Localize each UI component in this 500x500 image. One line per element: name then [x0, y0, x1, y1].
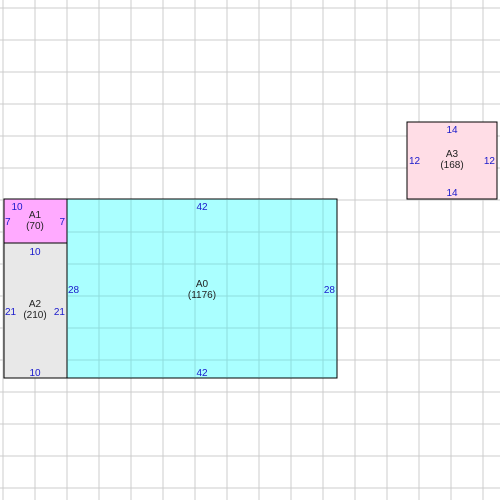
rect-a1-dim-top: 10: [11, 202, 23, 213]
rect-a2-dim-left: 21: [5, 307, 17, 318]
rect-a3-name: A3: [446, 149, 459, 160]
rect-a0-dim-left: 28: [68, 285, 80, 296]
rect-a2-dim-bottom: 10: [29, 368, 41, 379]
rect-a0-box: [66, 198, 338, 379]
rect-a3-dim-right: 12: [484, 156, 496, 167]
rect-a0-dim-right: 28: [324, 285, 336, 296]
rect-a1-box: [3, 198, 68, 244]
rect-a3-dim-left: 12: [409, 156, 421, 167]
rect-a1-area: (70): [26, 221, 44, 232]
rect-a3-dim-top: 14: [446, 125, 458, 136]
rect-a1-dim-left: 7: [5, 217, 11, 228]
rect-a1-name: A1: [29, 210, 42, 221]
rect-a0-inner-grid: [68, 200, 336, 377]
rect-a1-dim-right: 7: [59, 217, 65, 228]
rect-a0-name: A0: [196, 279, 209, 290]
rect-a1: A1 (70) 10 7 7: [3, 198, 68, 244]
rect-a2: 10 A2 (210) 21 21 10: [3, 242, 68, 379]
rect-a3-area: (168): [440, 160, 463, 171]
rect-a0-area: (1176): [188, 290, 216, 301]
rect-a0-dim-bottom: 42: [196, 368, 208, 379]
rect-a0: A0 (1176) 42 42 28 28: [66, 198, 338, 379]
rect-a3-dim-bottom: 14: [446, 188, 458, 199]
rect-a3: 14 A3 (168) 12 12 14: [406, 121, 498, 200]
rect-a0-dim-top: 42: [196, 202, 208, 213]
rect-a2-box: [3, 242, 68, 379]
rect-a2-area: (210): [23, 310, 46, 321]
rect-a2-name: A2: [29, 299, 42, 310]
rect-a2-dim-top: 10: [29, 247, 41, 258]
rect-a3-box: [406, 121, 498, 200]
rect-a2-dim-right: 21: [54, 307, 66, 318]
